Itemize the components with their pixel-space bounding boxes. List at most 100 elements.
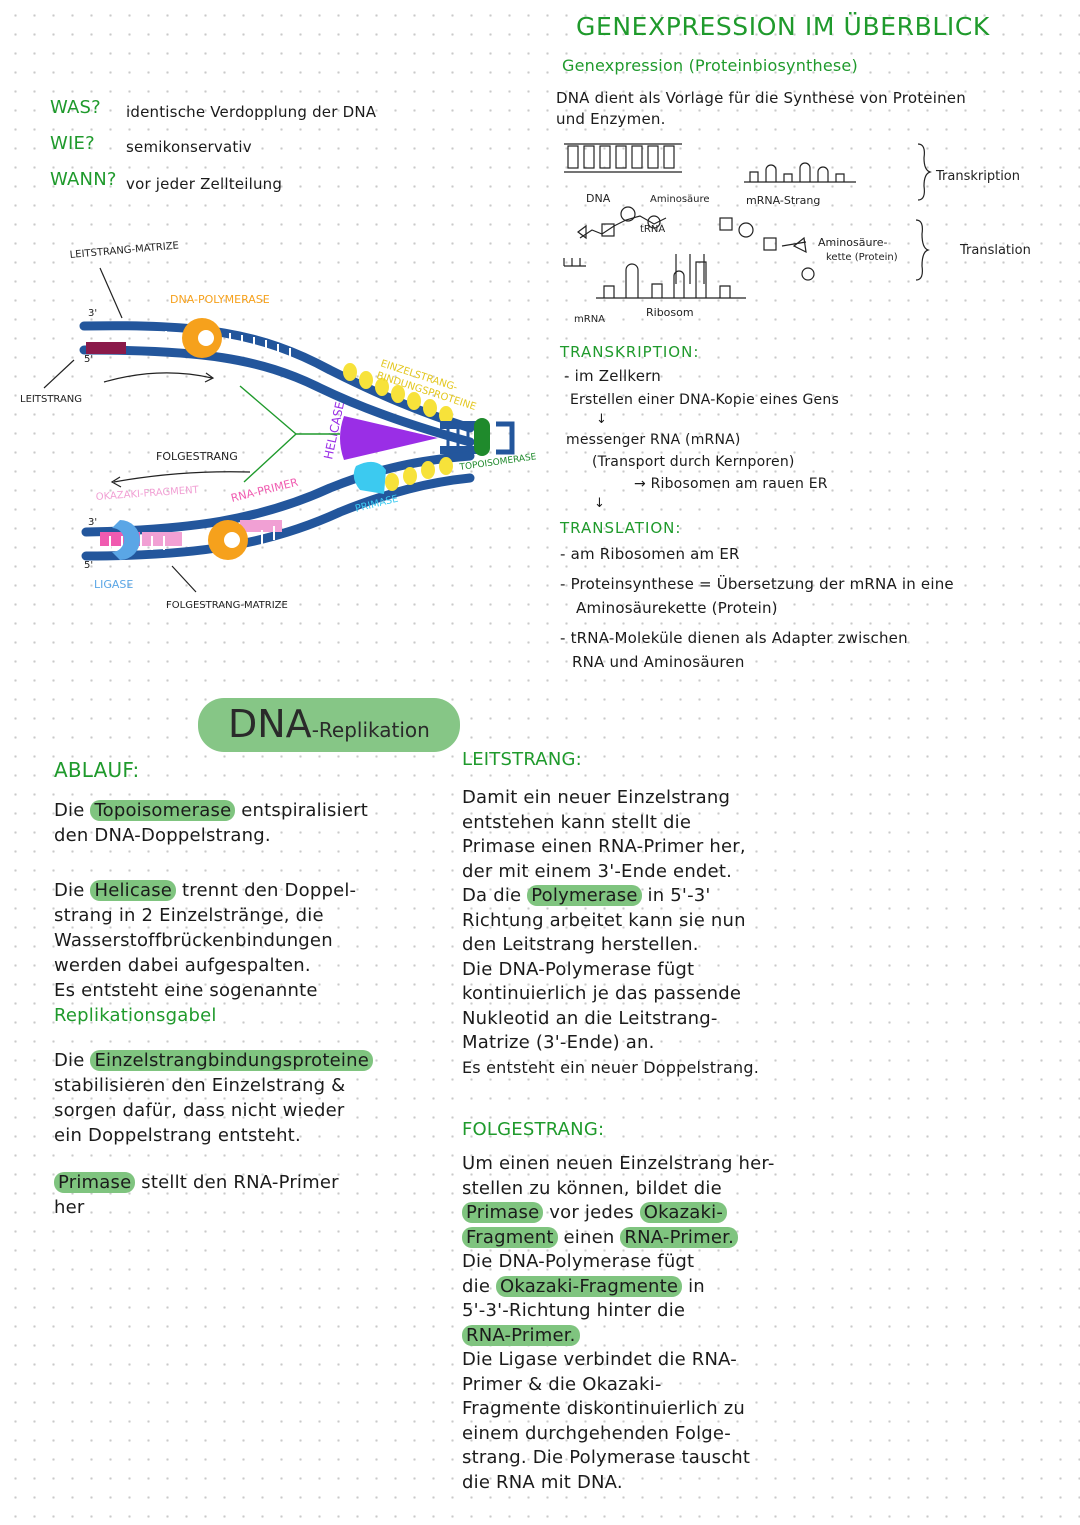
leitstrang-line-11: Matrize (3'-Ende) an. — [462, 1032, 655, 1053]
label-okazaki-fragment: OKAZAKI-FRAGMENT — [95, 485, 200, 503]
leitstrang-line-1: Damit ein neuer Einzelstrang — [462, 787, 731, 808]
folgestrang-l8-highlight: RNA-Primer. — [462, 1324, 580, 1346]
folgestrang-line-8: RNA-Primer. — [462, 1324, 842, 1349]
transkription-line-1: - im Zellkern — [564, 367, 661, 385]
translation-line-5: RNA und Aminosäuren — [572, 653, 745, 671]
folgestrang-l4-mid: einen — [563, 1226, 615, 1248]
leitstrang-line-5: Da die Polymerase in 5'-3' — [462, 884, 822, 909]
ablauf-p1-a: entspiralisiert — [241, 800, 368, 821]
leitstrang-line-8: Die DNA-Polymerase fügt — [462, 958, 695, 980]
label-folgestrang: FOLGESTRANG — [156, 450, 238, 463]
leitstrang-line-9: kontinuierlich je das passende — [462, 983, 742, 1004]
wann-question: WANN? — [50, 169, 117, 190]
ablauf-p1-pre: Die — [54, 800, 85, 821]
gx-label-dna: DNA — [586, 192, 611, 205]
ablauf-p2-highlight: Helicase — [90, 880, 177, 901]
folgestrang-l4-highlight-1: Fragment — [462, 1226, 558, 1248]
replikation-title: DNA-Replikation — [198, 698, 460, 752]
folgestrang-line-10: Primer & die Okazaki- — [462, 1373, 662, 1395]
gx-label-aminosaeure: Aminosäure — [650, 194, 710, 205]
ablauf-p2-pre: Die — [54, 880, 85, 901]
replikation-title-main: DNA — [228, 702, 312, 746]
folgestrang-line-1: Um einen neuen Einzelstrang her- — [462, 1153, 775, 1174]
folgestrang-l3-highlight-2: Okazaki- — [639, 1202, 728, 1223]
ablauf-p4-b: her — [54, 1197, 85, 1218]
folgestrang-line-6: die Okazaki-Fragmente in — [462, 1275, 842, 1300]
transkription-line-2: Erstellen einer DNA-Kopie eines Gens — [570, 392, 839, 408]
folgestrang-line-9: Die Ligase verbindet die RNA- — [462, 1349, 737, 1370]
wann-answer: vor jeder Zellteilung — [126, 175, 283, 193]
transkription-heading: TRANSKRIPTION: — [560, 343, 700, 361]
gx-label-transkription: Transkription — [935, 169, 1020, 184]
transkription-arrow-1: ↓ — [596, 412, 608, 427]
folgestrang-l3-mid: vor jedes — [549, 1202, 634, 1223]
folgestrang-line-2: stellen zu können, bildet die — [462, 1177, 722, 1199]
translation-line-3: Aminosäurekette (Protein) — [576, 599, 778, 617]
label-ligase: LIGASE — [94, 578, 133, 591]
folgestrang-line-3: Primase vor jedes Okazaki- — [462, 1201, 842, 1226]
ablauf-p3-c: ein Doppelstrang entsteht. — [54, 1125, 301, 1146]
leitstrang-heading: LEITSTRANG: — [462, 749, 582, 770]
replication-fork-diagram: LEITSTRANG-MATRIZE DNA-POLYMERASE 3' 5' … — [20, 240, 537, 611]
ablauf-p2-d: werden dabei aufgespalten. — [54, 955, 311, 976]
label-leitstrang-matrize: LEITSTRANG-MATRIZE — [69, 240, 179, 261]
folgestrang-line-5: Die DNA-Polymerase fügt — [462, 1251, 695, 1272]
ablauf-p1-highlight: Topoisomerase — [90, 800, 236, 821]
translation-line-2: - Proteinsynthese = Übersetzung der mRNA… — [560, 575, 954, 593]
folgestrang-line-11: Fragmente diskontinuierlich zu — [462, 1398, 746, 1419]
wie-answer: semikonservativ — [126, 138, 252, 156]
folgestrang-line-13: strang. Die Polymerase tauscht — [462, 1447, 751, 1468]
folgestrang-l3-highlight-1: Primase — [462, 1202, 544, 1223]
ablauf-p2-e: Es entsteht eine sogenannte — [54, 980, 318, 1001]
folgestrang-line-7: 5'-3'-Richtung hinter die — [462, 1300, 686, 1321]
genexpression-diagram: DNA Aminosäure mRNA-Strang tRNA Aminosäu… — [563, 143, 1031, 325]
label-3prime-top: 3' — [88, 308, 97, 319]
leitstrang-l5-post: in 5'-3' — [647, 885, 711, 906]
leitstrang-line-10: Nukleotid an die Leitstrang- — [462, 1007, 718, 1029]
leitstrang-line-6: Richtung arbeitet kann sie nun — [462, 909, 746, 931]
gx-label-translation: Translation — [959, 243, 1031, 258]
ablauf-p2-b: strang in 2 Einzelstränge, die — [54, 905, 324, 926]
folgestrang-line-12: einem durchgehenden Folge- — [462, 1422, 731, 1444]
ablauf-heading: ABLAUF: — [54, 758, 140, 782]
ablauf-p3-highlight: Einzelstrangbindungsproteine — [90, 1050, 374, 1071]
folgestrang-line-4: Fragment einen RNA-Primer. — [462, 1226, 842, 1251]
gx-label-aminosaeure-kette-1: Aminosäure- — [818, 236, 887, 249]
gx-label-mrna-strang: mRNA-Strang — [746, 194, 820, 207]
ablauf-p2-c: Wasserstoffbrückenbindungen — [54, 930, 333, 951]
folgestrang-l4-highlight-2: RNA-Primer. — [620, 1226, 738, 1248]
ablauf-p1-b: den DNA-Doppelstrang. — [54, 825, 271, 846]
transkription-line-5: → Ribosomen am rauen ER — [634, 476, 828, 492]
transkription-line-4: (Transport durch Kernporen) — [592, 454, 795, 470]
leitstrang-line-12: Es entsteht ein neuer Doppelstrang. — [462, 1057, 759, 1077]
transkription-line-3: messenger RNA (mRNA) — [566, 432, 741, 448]
wie-question: WIE? — [50, 133, 95, 154]
overview-title: GENEXPRESSION IM ÜBERBLICK — [576, 12, 990, 41]
replikation-title-sub: -Replikation — [311, 718, 430, 742]
ablauf-paragraph-4: Primase stellt den RNA-Primer her — [54, 1170, 414, 1220]
overview-intro-1: DNA dient als Vorlage für die Synthese v… — [556, 89, 966, 107]
gx-label-trna: tRNA — [640, 224, 665, 235]
translation-line-1: - am Ribosomen am ER — [560, 545, 740, 563]
ablauf-p4-highlight: Primase — [54, 1172, 136, 1193]
translation-line-4: - tRNA-Moleküle dienen als Adapter zwisc… — [560, 629, 908, 647]
gx-label-aminosaeure-kette-2: kette (Protein) — [826, 252, 898, 263]
translation-heading: TRANSLATION: — [560, 519, 682, 537]
gx-label-mrna: mRNA — [574, 314, 605, 325]
leitstrang-l5-pre: Da die — [462, 885, 522, 906]
overview-subtitle: Genexpression (Proteinbiosynthese) — [562, 56, 858, 75]
folgestrang-line-14: die RNA mit DNA. — [462, 1471, 623, 1493]
was-question: WAS? — [50, 97, 101, 118]
ablauf-p2-green: Replikationsgabel — [54, 1005, 217, 1026]
ablauf-p3-a: stabilisieren den Einzelstrang & — [54, 1075, 346, 1096]
gx-label-ribosom: Ribosom — [646, 306, 694, 319]
leitstrang-line-4: der mit einem 3'-Ende endet. — [462, 860, 733, 882]
folgestrang-l6-pre: die — [462, 1275, 491, 1297]
label-3prime-bottom: 3' — [88, 517, 97, 528]
folgestrang-l6-highlight: Okazaki-Fragmente — [496, 1275, 683, 1297]
ablauf-p3-pre: Die — [54, 1050, 85, 1071]
ablauf-p2-a: trennt den Doppel- — [181, 880, 357, 901]
ablauf-text: Die Topoisomerase entspiralisiert den DN… — [54, 798, 414, 1238]
leitstrang-line-7: den Leitstrang herstellen. — [462, 934, 699, 955]
transkription-arrow-2: ↓ — [594, 496, 606, 511]
